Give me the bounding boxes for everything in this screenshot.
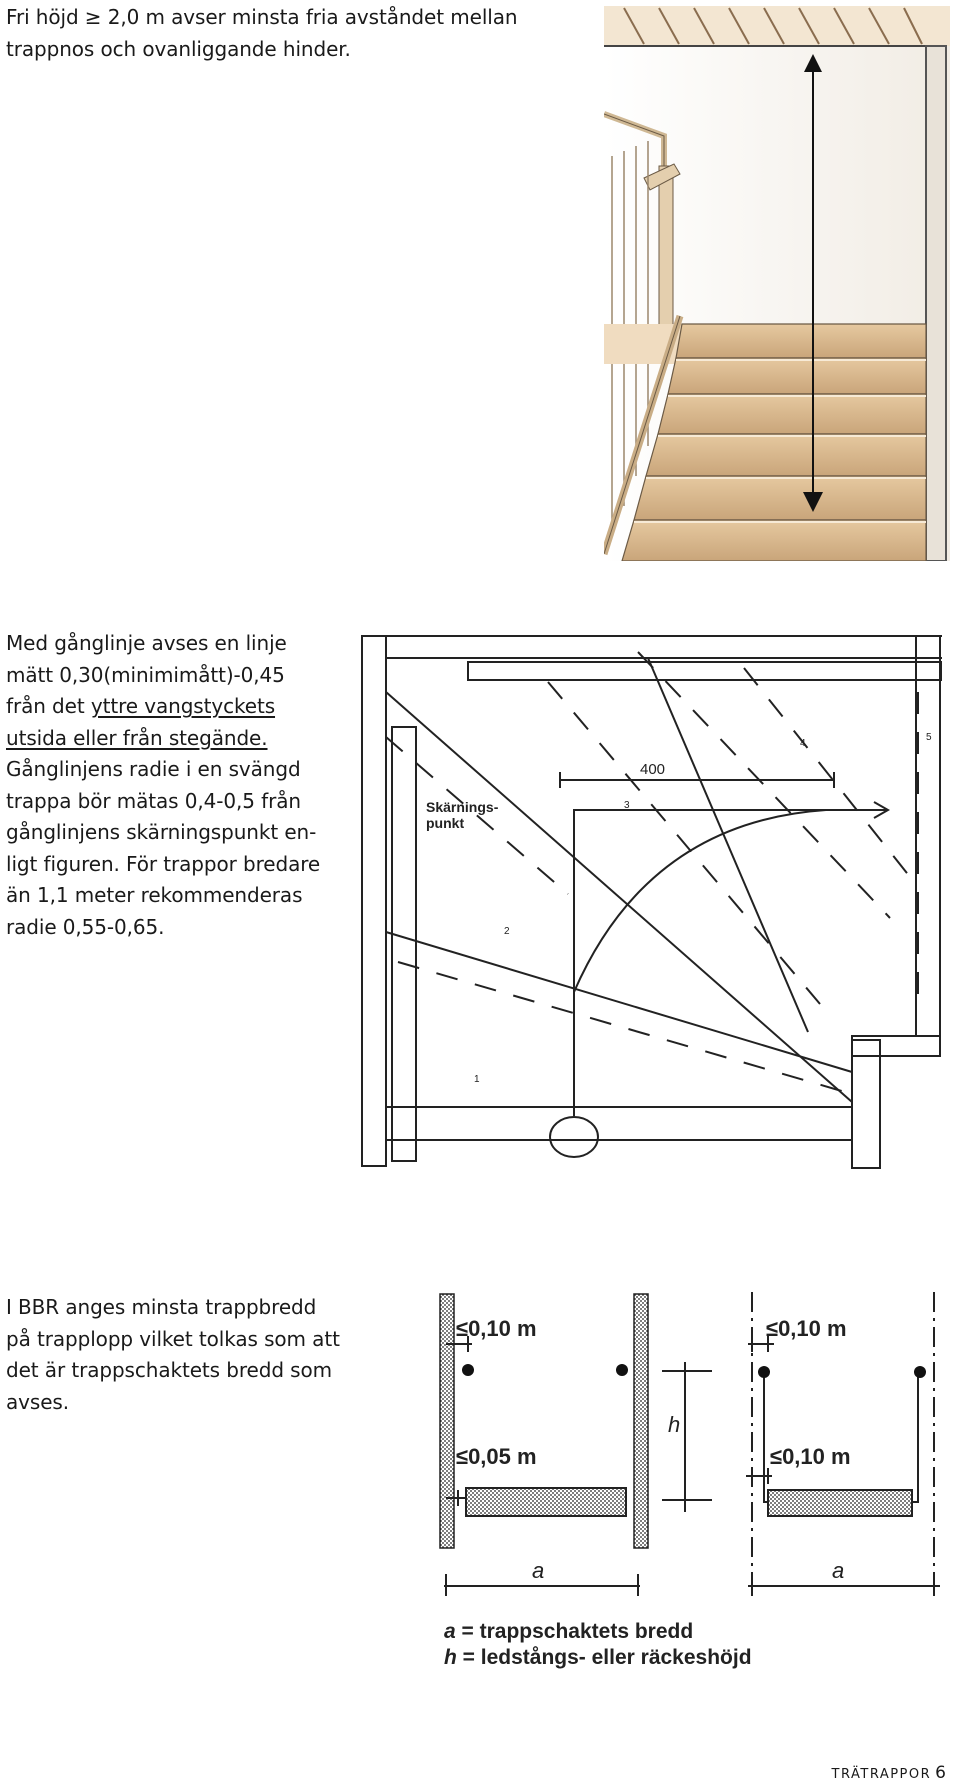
text-line: trappa bör mätas 0,4-0,5 från xyxy=(6,788,301,813)
text-line: radie 0,55-0,65. xyxy=(6,914,165,939)
text-line: mätt 0,30(minimimått)-0,45 xyxy=(6,662,285,687)
text-line: på trapplopp vilket tolkas som att xyxy=(6,1326,340,1351)
page-number: 6 xyxy=(935,1763,946,1783)
text-line: Fri höjd ≥ 2,0 m avser minsta fria avstå… xyxy=(6,5,518,29)
text-line: det är trappschaktets bredd som xyxy=(6,1358,333,1382)
step-number: 1 xyxy=(474,1074,480,1085)
dim-label: ≤0,10 m xyxy=(770,1444,851,1469)
text-prefix: från det xyxy=(6,694,91,718)
text-line: gånglinjens skärningspunkt en- xyxy=(6,820,317,844)
text-line: I BBR anges minsta trappbredd xyxy=(6,1295,317,1319)
h-label: h xyxy=(668,1412,680,1437)
step-number: 2 xyxy=(504,926,510,937)
underlined-text: utsida eller från stegände. xyxy=(6,725,268,750)
text-line: Med gånglinje avses en linje xyxy=(6,631,287,655)
legend-symbol: h xyxy=(444,1646,457,1669)
staircase-illustration xyxy=(604,6,950,561)
footer-title: TRÄTRAPPOR xyxy=(831,1767,932,1782)
free-height-paragraph: Fri höjd ≥ 2,0 m avser minsta fria avstå… xyxy=(6,2,518,65)
text-line: avses. xyxy=(6,1389,69,1414)
legend-text: = ledstångs- eller räckeshöjd xyxy=(457,1646,752,1669)
double-arrow-icon xyxy=(803,54,823,512)
dim-label: ≤0,05 m xyxy=(456,1444,537,1469)
bbr-width-paragraph: I BBR anges minsta trappbredd på trapplo… xyxy=(6,1292,340,1418)
intersection-label: Skärnings- xyxy=(426,799,499,815)
step-number: 4 xyxy=(800,738,806,749)
step-number: 5 xyxy=(926,732,932,743)
legend-text: = trappschaktets bredd xyxy=(456,1620,694,1643)
dim-label: ≤0,10 m xyxy=(456,1316,537,1341)
text-line: trappnos och ovanliggande hinder. xyxy=(6,36,351,61)
dimension-label: 400 xyxy=(640,761,665,778)
stair-width-diagram: ≤0,10 m ≤0,05 m h a ≤0,10 m ≤0,10 m a a … xyxy=(439,1292,940,1669)
dim-label: ≤0,10 m xyxy=(766,1316,847,1341)
text-line: från det yttre vangstyckets xyxy=(6,691,320,723)
intersection-label: punkt xyxy=(426,815,464,831)
legend-symbol: a xyxy=(444,1620,456,1643)
text-line: än 1,1 meter rekommenderas xyxy=(6,883,303,907)
winding-stair-plan: 400 Skärnings- punkt 1 2 3 4 5 xyxy=(361,635,942,1169)
a-label: a xyxy=(832,1558,844,1583)
text-line: Gånglinjens radie i en svängd xyxy=(6,757,301,781)
text-line: ligt figuren. För trappor bredare xyxy=(6,851,321,876)
underlined-text: yttre vangstyckets xyxy=(90,694,276,718)
legend-a: a = trappschaktets bredd xyxy=(444,1620,693,1643)
walking-line-paragraph: Med gånglinje avses en linje mätt 0,30(m… xyxy=(6,628,320,943)
step-number: 3 xyxy=(624,800,630,811)
legend-h: h = ledstångs- eller räckeshöjd xyxy=(444,1646,752,1669)
a-label: a xyxy=(532,1558,544,1583)
